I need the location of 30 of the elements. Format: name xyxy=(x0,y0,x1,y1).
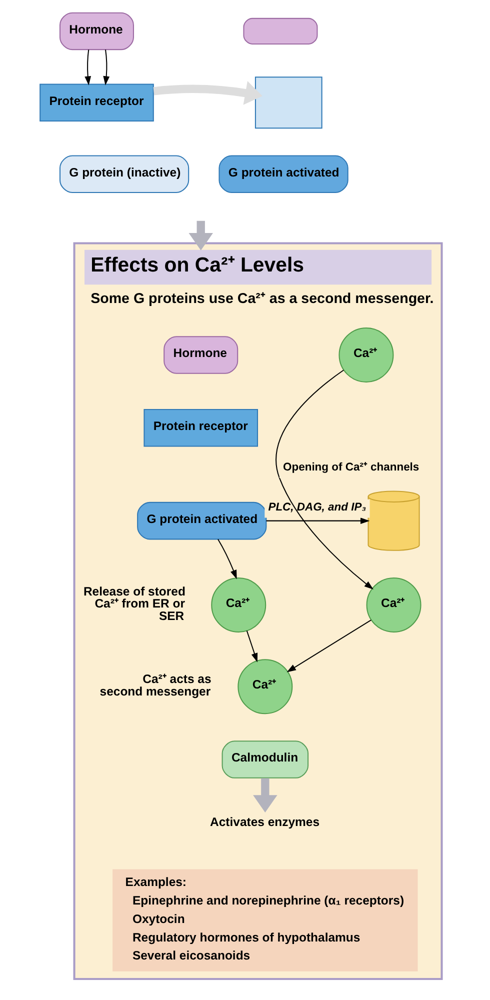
node-circle: Ca²⁺ xyxy=(366,578,422,632)
arrow xyxy=(84,50,92,86)
arrow xyxy=(266,518,370,524)
node-box: Protein receptor xyxy=(40,84,154,122)
node-cloud xyxy=(243,18,318,44)
arrow xyxy=(246,630,258,662)
node-circle: Ca²⁺ xyxy=(211,578,266,632)
node-box: Hormone xyxy=(59,12,134,50)
arrow xyxy=(218,538,237,580)
node-label: Ca²⁺ acts as second messenger xyxy=(100,672,212,698)
arrow xyxy=(253,778,278,812)
node-circle: Ca²⁺ xyxy=(338,327,394,382)
node-box: G protein activated xyxy=(137,502,267,540)
node-label: Release of stored Ca²⁺ from ER or SER xyxy=(83,584,186,623)
arrow xyxy=(188,220,213,250)
node-box: Examples: Epinephrine and norepinephrine (α₁ receptors) Oxytocin Regulatory hormones of hypothalamus Several eicosanoids xyxy=(112,869,418,972)
node-box: Calmodulin xyxy=(222,740,309,778)
node-box: G protein (inactive) xyxy=(59,155,190,193)
node-box: Protein receptor xyxy=(144,409,258,447)
edge-label: Opening of Ca²⁺ channels xyxy=(283,462,420,474)
arrow xyxy=(103,50,110,86)
node-box: Hormone xyxy=(164,336,238,374)
arrow xyxy=(286,620,372,672)
arrow xyxy=(276,370,374,590)
node-circle: Ca²⁺ xyxy=(238,659,293,714)
node-box: G protein activated xyxy=(218,155,348,193)
arrow xyxy=(153,81,262,105)
node-text: Activates enzymes xyxy=(210,815,320,829)
edge-label: PLC, DAG, and IP₃ xyxy=(268,501,366,514)
node-box xyxy=(254,76,322,129)
